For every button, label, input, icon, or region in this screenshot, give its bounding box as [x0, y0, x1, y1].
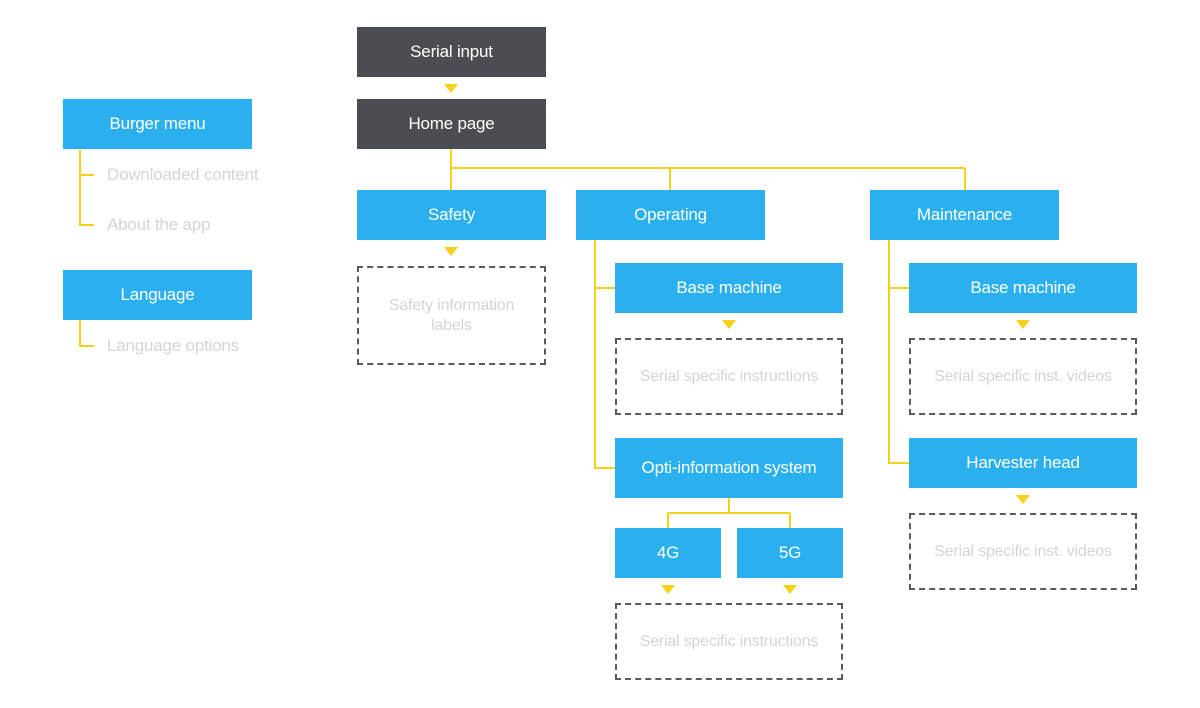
arrow-down-icon: [661, 585, 675, 594]
about-the-app-label: About the app: [107, 215, 211, 234]
connector-operating-opti: [594, 288, 615, 469]
harvester-head-box[interactable]: Harvester head: [909, 438, 1137, 488]
connector-maintenance-harvester: [888, 288, 909, 464]
burger-menu-box[interactable]: Burger menu: [63, 99, 252, 149]
language-options-label: Language options: [107, 336, 239, 355]
serial-input-box[interactable]: Serial input: [357, 27, 546, 77]
opti-information-system-box[interactable]: Opti-information system: [615, 438, 843, 498]
maintenance-base-machine-box[interactable]: Base machine: [909, 263, 1137, 313]
arrow-down-icon: [722, 320, 736, 329]
option-4g-box[interactable]: 4G: [615, 528, 721, 578]
language-box[interactable]: Language: [63, 270, 252, 320]
connector-burger-about: [79, 175, 94, 226]
opti-instructions-box: Serial specific instructions: [615, 603, 843, 680]
connector-maintenance-base: [888, 240, 909, 289]
connector-burger-downloaded: [79, 150, 94, 176]
arrow-down-icon: [1016, 320, 1030, 329]
arrow-down-icon: [444, 84, 458, 93]
harvester-head-videos-box: Serial specific inst. videos: [909, 513, 1137, 590]
arrow-down-icon: [783, 585, 797, 594]
maintenance-base-videos-box: Serial specific inst. videos: [909, 338, 1137, 415]
arrow-down-icon: [1016, 495, 1030, 504]
option-5g-box[interactable]: 5G: [737, 528, 843, 578]
operating-base-machine-box[interactable]: Base machine: [615, 263, 843, 313]
connector-language-options: [79, 320, 94, 347]
maintenance-box[interactable]: Maintenance: [870, 190, 1059, 240]
operating-base-instructions-box: Serial specific instructions: [615, 338, 843, 415]
connector-operating-base: [594, 240, 615, 289]
operating-box[interactable]: Operating: [576, 190, 765, 240]
home-page-box[interactable]: Home page: [357, 99, 546, 149]
safety-information-box: Safety information labels: [357, 266, 546, 365]
safety-box[interactable]: Safety: [357, 190, 546, 240]
arrow-down-icon: [444, 247, 458, 256]
downloaded-content-label: Downloaded content: [107, 165, 259, 184]
